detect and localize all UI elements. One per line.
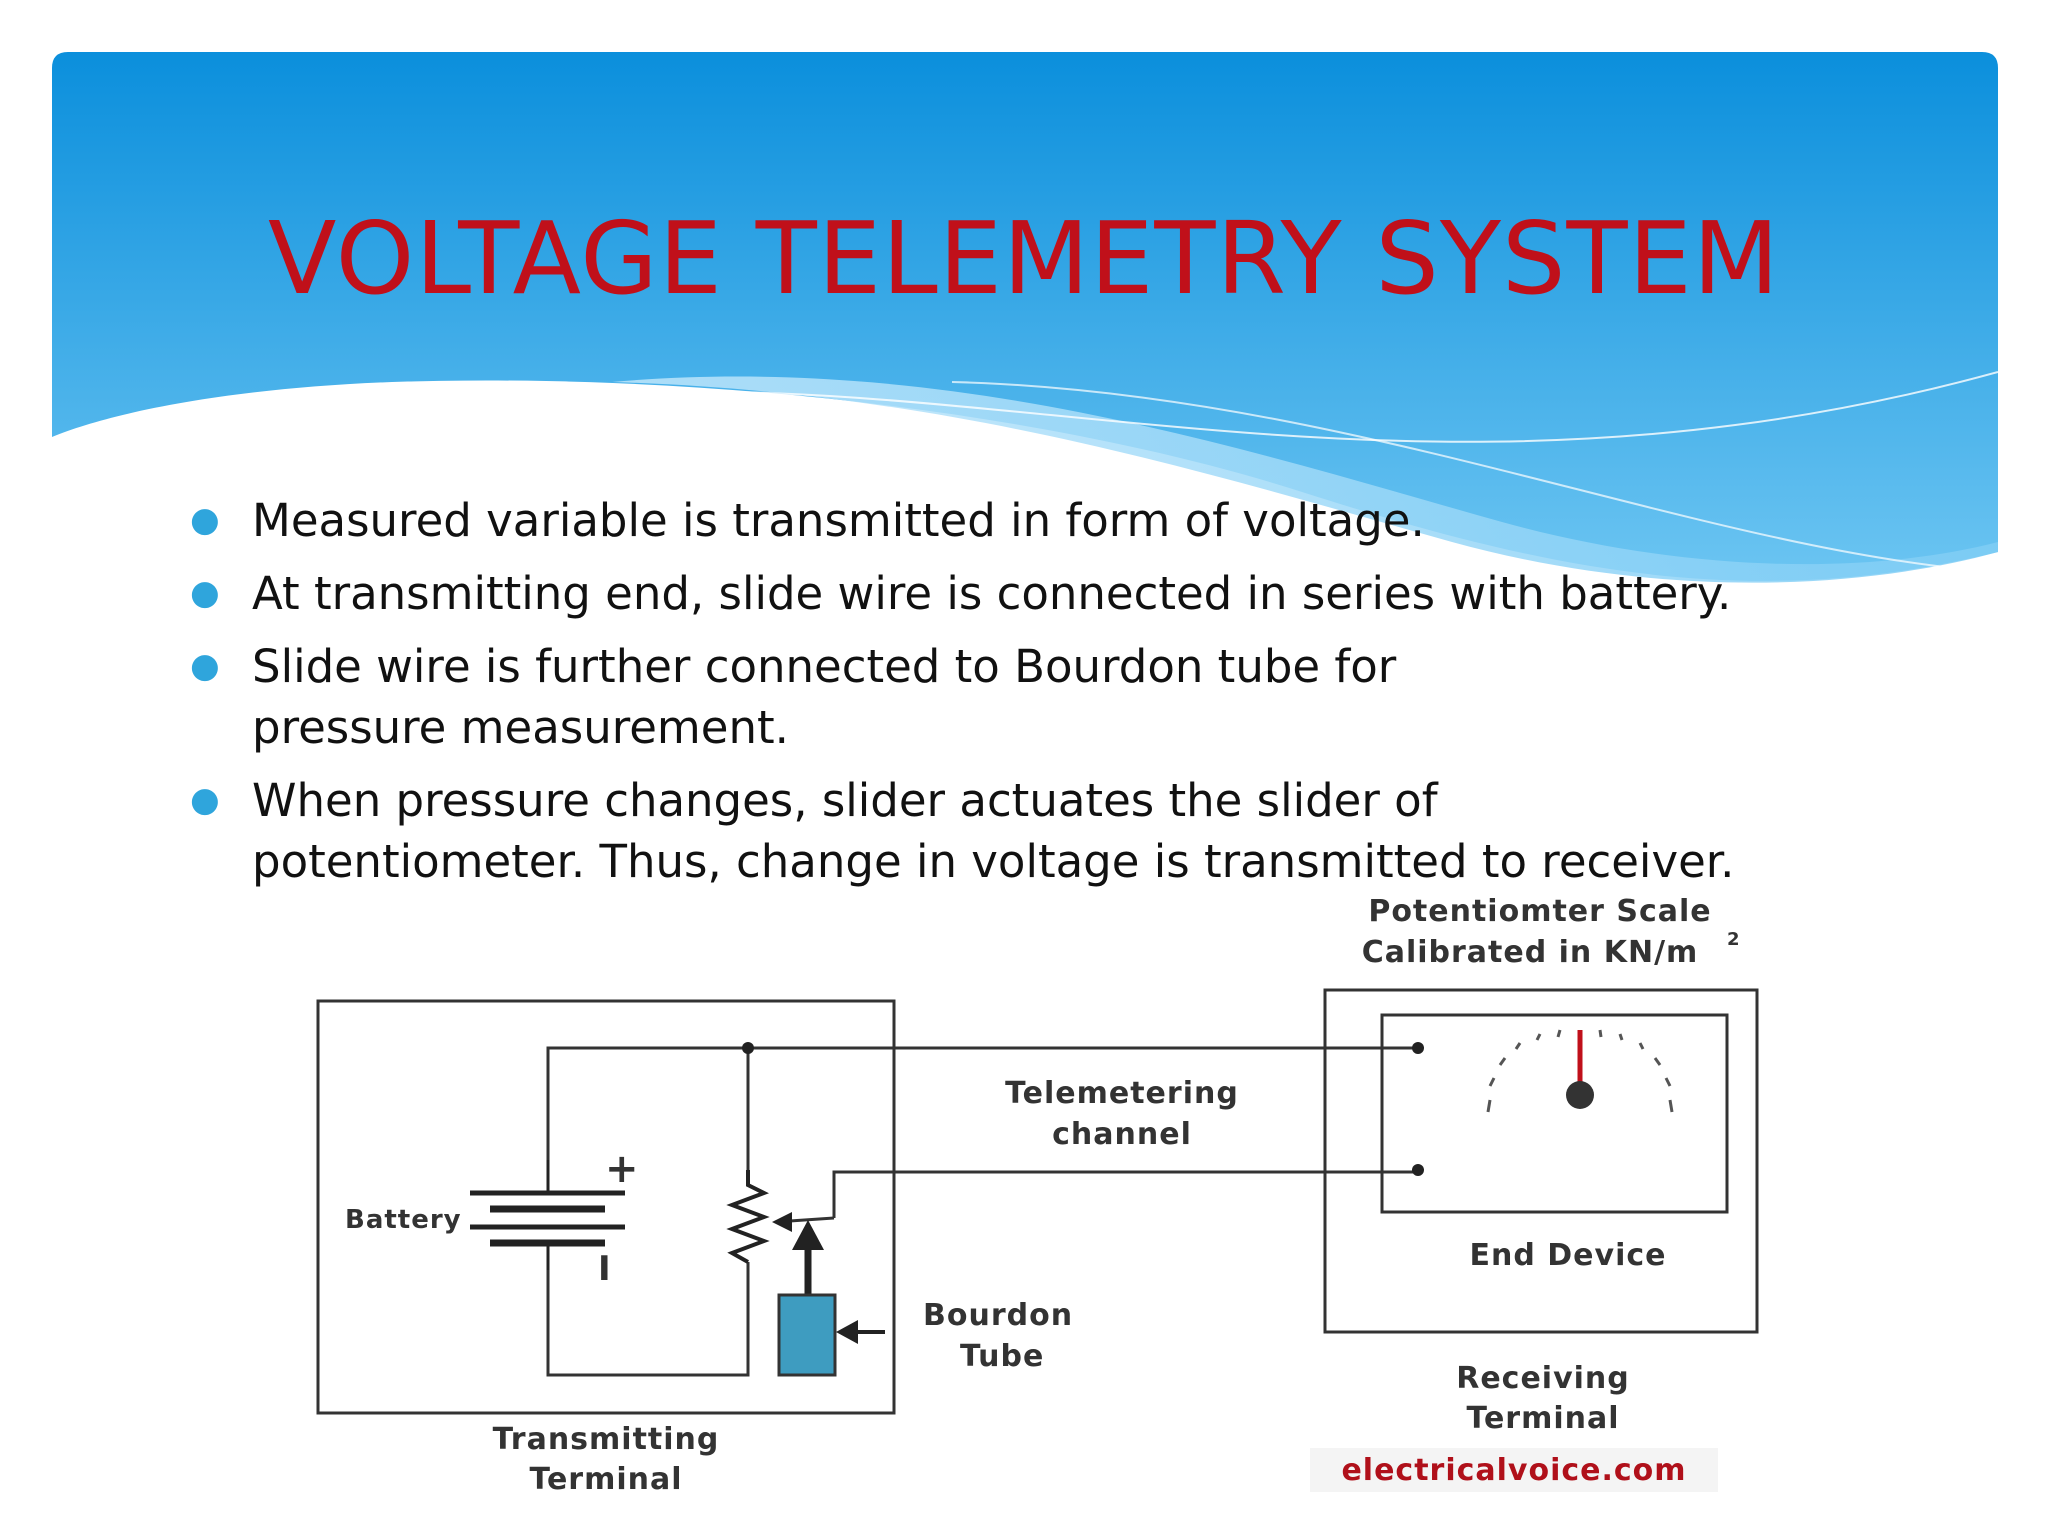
end-device-label: End Device (1470, 1238, 1667, 1273)
transmitting-label-line2: Terminal (529, 1462, 682, 1497)
bullet-text: At transmitting end, slide wire is conne… (252, 567, 1732, 620)
bullet-text: When pressure changes, slider actuates t… (252, 774, 1735, 888)
slide: VOLTAGE TELEMETRY SYSTEM (52, 52, 1998, 1536)
bullet-item: ● At transmitting end, slide wire is conn… (190, 563, 1830, 624)
battery-symbol (470, 1160, 625, 1270)
end-device-box (1380, 1013, 1729, 1214)
bullet-text: Slide wire is further connected to Bourd… (252, 640, 1397, 754)
bullet-item: ● Measured variable is transmitted in for… (190, 490, 1830, 551)
potentiometer-resistor (726, 1170, 770, 1264)
bullet-list: ● Measured variable is transmitted in for… (190, 490, 1830, 904)
actuator-arrow-icon (792, 1220, 824, 1250)
receiving-label-line1: Receiving (1456, 1361, 1630, 1396)
gauge-pivot (1566, 1081, 1594, 1109)
header-wave-background (52, 52, 1998, 583)
bullet-item: ● When pressure changes, slider actuates … (190, 770, 1830, 892)
terminal-dot-bottom (1412, 1164, 1424, 1176)
gauge-scale (1486, 1029, 1674, 1113)
bullet-dot-icon: ● (190, 646, 220, 686)
junction-dot (742, 1042, 754, 1054)
circuit-wires (546, 1046, 1418, 1377)
slide-title: VOLTAGE TELEMETRY SYSTEM (268, 200, 1780, 317)
bourdon-tube (777, 1293, 837, 1377)
receiving-label-line2: Terminal (1466, 1401, 1619, 1436)
source-watermark-bg (1310, 1448, 1718, 1492)
battery-minus-label: I (598, 1249, 612, 1289)
scale-label-line1: Potentiomter Scale (1368, 894, 1711, 929)
bourdon-pointer-arrow-icon (836, 1320, 858, 1344)
battery-plus-label: + (605, 1146, 640, 1192)
bullet-dot-icon: ● (190, 780, 220, 820)
battery-label: Battery (345, 1205, 462, 1235)
receiving-terminal-box (1323, 988, 1759, 1334)
scale-label-superscript: 2 (1727, 929, 1741, 950)
bourdon-label-line1: Bourdon (923, 1298, 1073, 1333)
transmitting-label-line1: Transmitting (493, 1422, 720, 1457)
terminal-dot-top (1412, 1042, 1424, 1054)
bullet-dot-icon: ● (190, 573, 220, 613)
transmitting-terminal-box (316, 999, 896, 1415)
bullet-item: ● Slide wire is further connected to Bour… (190, 636, 1830, 758)
channel-label-line2: channel (1052, 1117, 1192, 1152)
slider-arrow-icon (772, 1212, 792, 1232)
scale-label-line2: Calibrated in KN/m (1362, 935, 1699, 970)
bullet-text: Measured variable is transmitted in form… (252, 494, 1425, 547)
bullet-dot-icon: ● (190, 500, 220, 540)
channel-label-line1: Telemetering (1005, 1076, 1239, 1111)
source-watermark: electricalvoice.com (1341, 1453, 1686, 1488)
bourdon-label-line2: Tube (960, 1339, 1044, 1374)
